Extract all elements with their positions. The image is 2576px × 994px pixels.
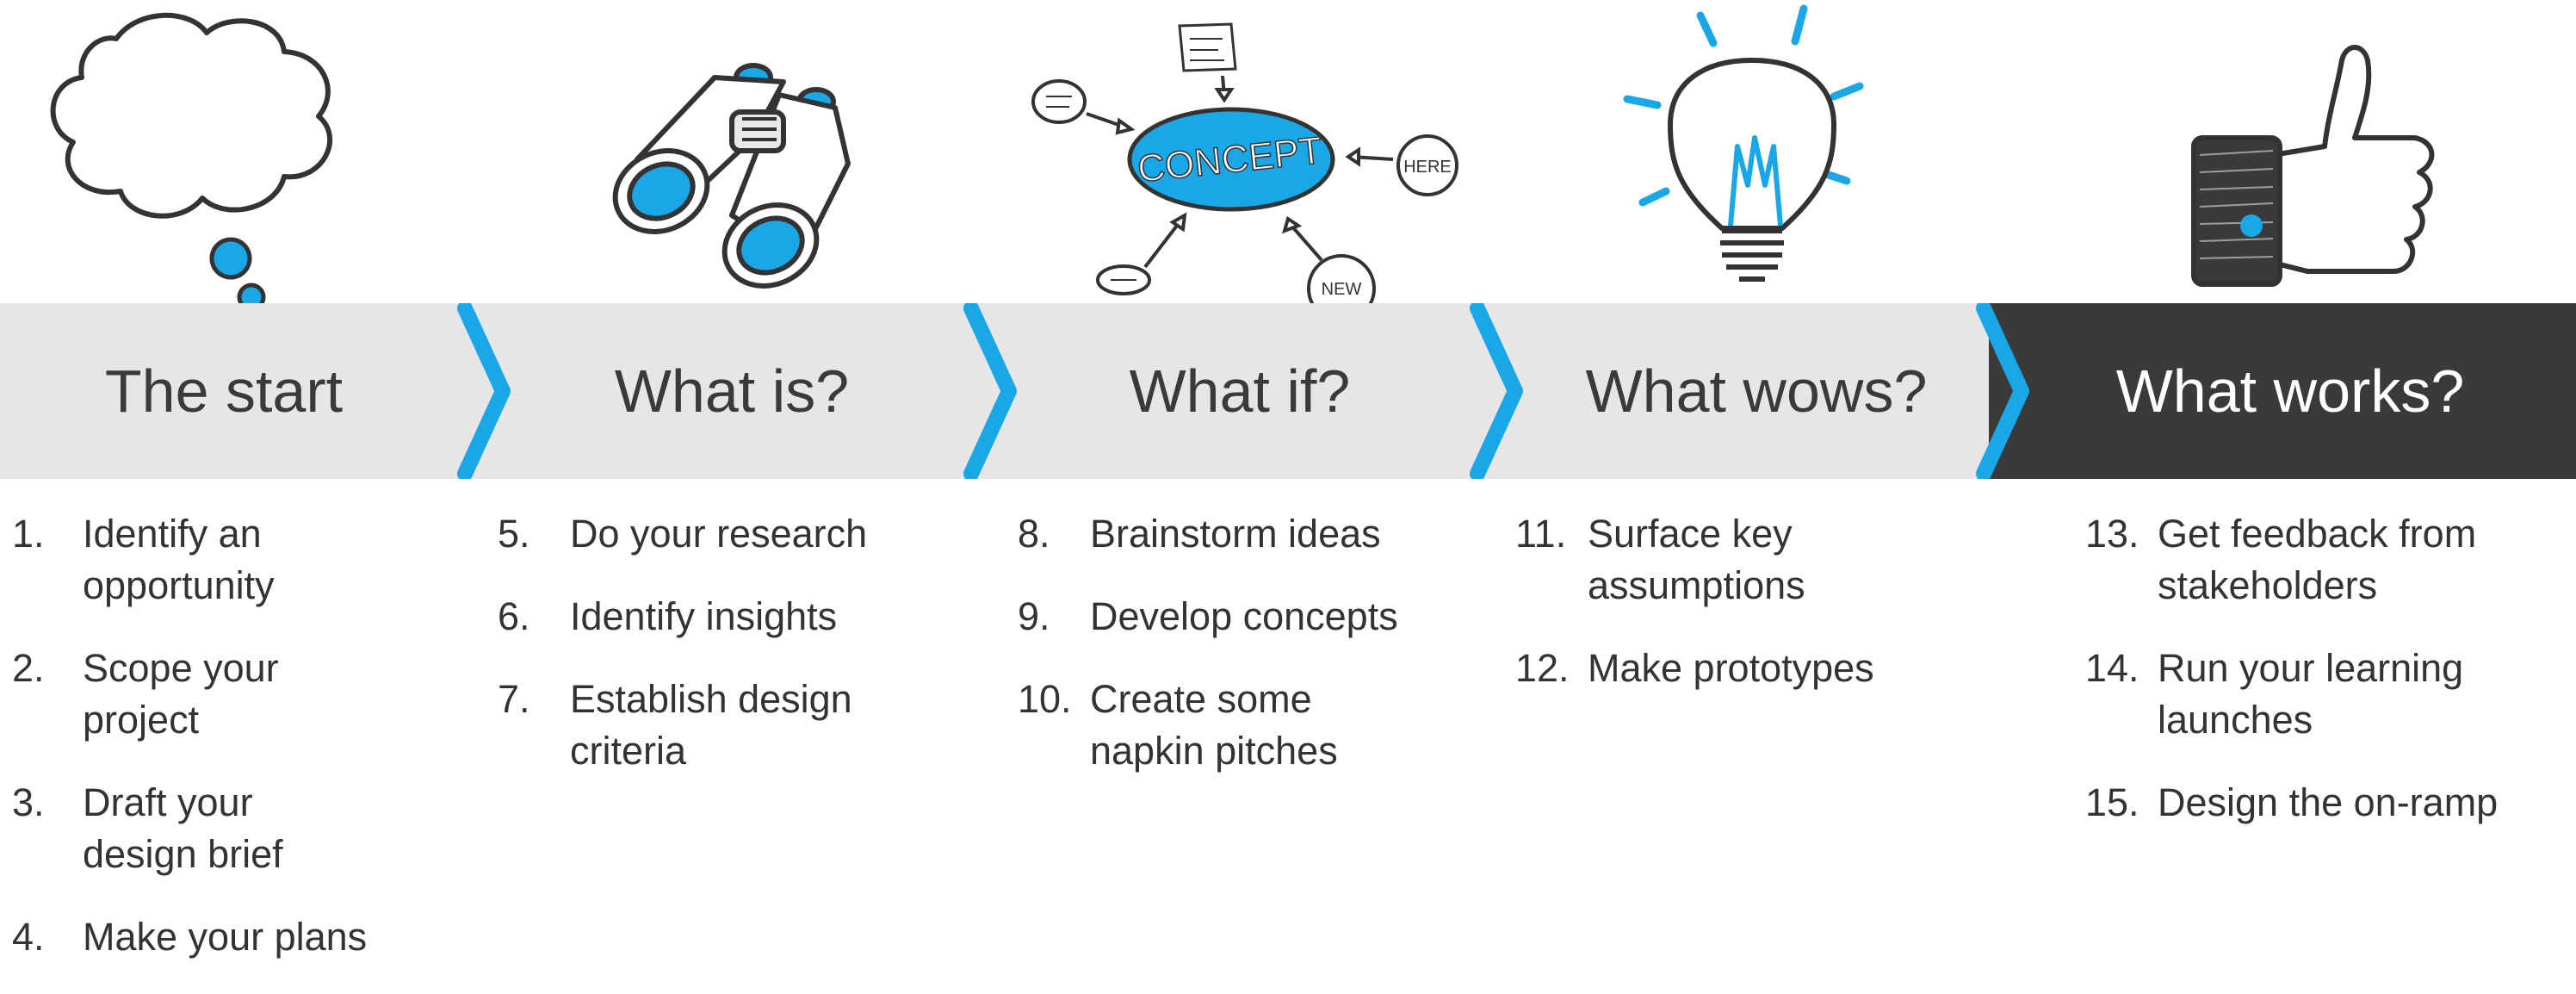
step-number: 1. [12,508,83,612]
step-number: 2. [12,643,83,746]
step-text: Create some napkin pitches [1090,674,1365,777]
step-text: Scope your project [83,643,315,746]
concept-map-icon: CONCEPT HERE NEW [1025,0,1472,303]
stage-title-the-start: The start [0,303,448,479]
step-number: 14. [2085,643,2158,746]
step-text: Run your learning launches [2158,643,2493,746]
step-number: 9. [1018,591,1090,643]
step-number: 8. [1018,508,1090,560]
stage-title-what-is: What is? [508,303,956,479]
step-text: Identify an opportunity [83,508,408,612]
step-number: 3. [12,777,83,880]
thought-cloud-icon [34,0,362,303]
step-text: Design the on-ramp [2158,777,2550,829]
binoculars-icon [585,0,878,303]
step-text: Surface key assumptions [1588,508,1846,612]
step-number: 5. [498,508,570,560]
list-item: 11.Surface key assumptions [1515,508,1963,612]
steps-list-what-works: 13.Get feedback from stakeholders 14.Run… [2085,508,2550,860]
thumbs-up-icon [2178,0,2437,303]
steps-list-what-if: 8.Brainstorm ideas 9.Develop concepts 10… [1018,508,1465,808]
step-text: Develop concepts [1090,591,1465,643]
list-item: 4.Make your plans [12,911,408,963]
step-text: Establish design criteria [570,674,897,777]
step-text: Draft your design brief [83,777,315,880]
light-bulb-icon [1610,0,1894,303]
list-item: 6.Identify insights [498,591,945,643]
step-text: Make your plans [83,911,408,963]
steps-list-what-wows: 11.Surface key assumptions 12.Make proto… [1515,508,1963,725]
step-text: Get feedback from stakeholders [2158,508,2519,612]
stage-title-what-works: What works? [2023,303,2557,479]
list-item: 13.Get feedback from stakeholders [2085,508,2550,612]
step-number: 7. [498,674,570,777]
steps-list-the-start: 1.Identify an opportunity 2.Scope your p… [12,508,408,994]
list-item: 5.Do your research [498,508,945,560]
step-number: 6. [498,591,570,643]
list-item: 9.Develop concepts [1018,591,1465,643]
stage-title-what-if: What if? [1016,303,1464,479]
step-text: Brainstorm ideas [1090,508,1465,560]
list-item: 7.Establish design criteria [498,674,945,777]
step-text: Make prototypes [1588,643,1963,694]
list-item: 3.Draft your design brief [12,777,408,880]
steps-list-what-is: 5.Do your research 6.Identify insights 7… [498,508,945,808]
list-item: 2.Scope your project [12,643,408,746]
stage-title-what-wows: What wows? [1528,303,1985,479]
step-text: Do your research [570,508,945,560]
step-number: 11. [1515,508,1588,612]
step-number: 15. [2085,777,2158,829]
list-item: 8.Brainstorm ideas [1018,508,1465,560]
step-number: 4. [12,911,83,963]
step-text: Identify insights [570,591,945,643]
list-item: 14.Run your learning launches [2085,643,2550,746]
list-item: 10.Create some napkin pitches [1018,674,1465,777]
list-item: 12.Make prototypes [1515,643,1963,694]
step-number: 12. [1515,643,1588,694]
list-item: 1.Identify an opportunity [12,508,408,612]
step-number: 13. [2085,508,2158,612]
list-item: 15.Design the on-ramp [2085,777,2550,829]
new-label: NEW [1322,280,1362,299]
here-label: HERE [1403,158,1452,177]
step-number: 10. [1018,674,1090,777]
